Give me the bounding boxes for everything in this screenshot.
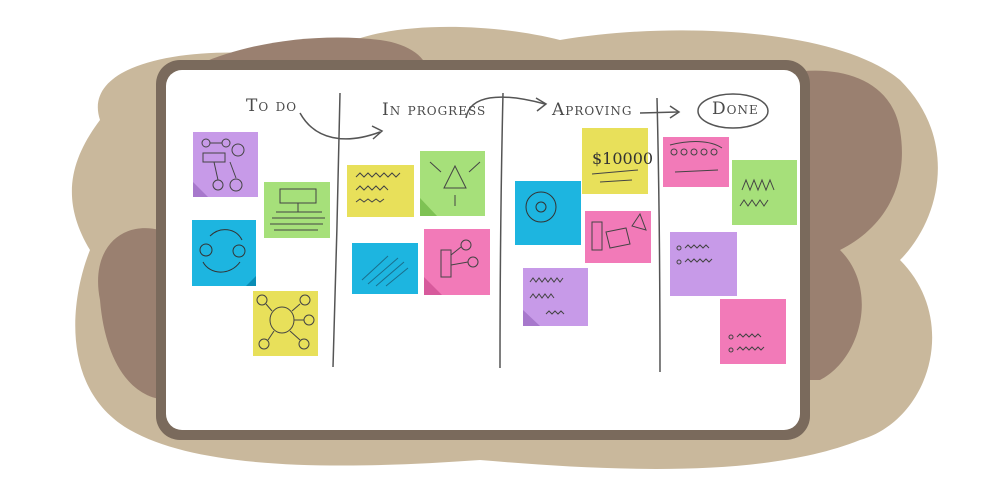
- sticky-note-green-scribble: [732, 160, 797, 225]
- column-divider-3: [656, 97, 661, 373]
- sticky-note-yellow-mindmap: [253, 291, 318, 356]
- sticky-note-purple-list: [670, 232, 737, 296]
- sticky-note-green-triangle: [420, 151, 485, 216]
- arrow-aproving-to-done: [639, 111, 679, 114]
- sticky-note-blue-lines: [352, 243, 418, 294]
- arrow-head-3: [669, 105, 681, 119]
- column-title-aproving: Aproving: [552, 100, 633, 120]
- sticky-note-yellow-scribble: [347, 165, 414, 217]
- price-text: $10000: [592, 149, 653, 168]
- column-title-done: Done: [712, 99, 759, 119]
- column-divider-2: [499, 92, 504, 369]
- arrow-inprogress-to-aproving: [465, 96, 546, 119]
- sticky-note-yellow-price: $10000: [582, 128, 653, 194]
- sticky-note-pink-circles: [663, 137, 729, 187]
- background-blob-dark-bottom: [98, 228, 170, 400]
- done-circle: [697, 93, 769, 129]
- sticky-note-pink-shapes: [424, 229, 490, 295]
- arrow-todo-to-inprogress: [299, 112, 381, 140]
- arrow-head-2: [535, 97, 548, 112]
- column-divider-1: [332, 92, 341, 368]
- sticky-note-pink-shapes-2: [585, 211, 651, 263]
- sticky-note-blue-cycle: [192, 220, 256, 286]
- column-title-to-do: To do: [246, 96, 298, 116]
- sticky-note-blue-target: [515, 181, 581, 245]
- sticky-note-pink-list: [720, 299, 786, 364]
- sticky-note-purple-flowchart: [193, 132, 258, 197]
- sticky-note-green-hierarchy: [264, 182, 330, 238]
- sticky-note-purple-scribble: [523, 268, 588, 326]
- column-title-in-progress: In progress: [382, 100, 487, 120]
- arrow-head-1: [371, 125, 384, 140]
